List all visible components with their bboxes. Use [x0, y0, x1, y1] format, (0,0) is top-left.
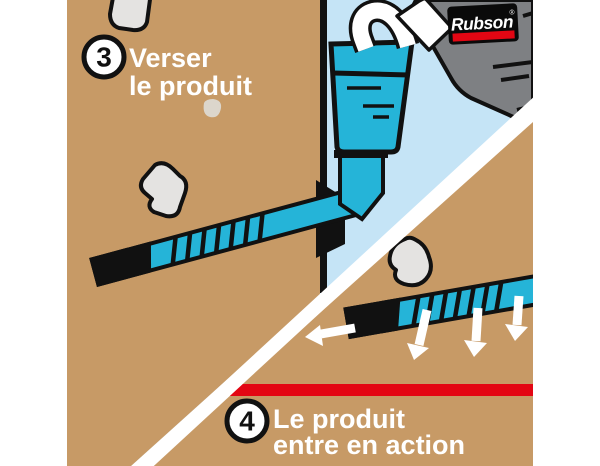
tube-segment-line	[452, 288, 463, 319]
stone-step-4-icon	[387, 235, 433, 288]
diffusion-arrow-down-1	[407, 308, 432, 360]
tube-segment-line	[242, 217, 251, 246]
diffusion-arrow-down-3	[505, 295, 528, 341]
logo-red-stripe	[452, 30, 515, 42]
tube-segment-line	[184, 232, 193, 261]
logo-registered-mark: ®	[509, 8, 515, 16]
step-4-badge	[224, 398, 270, 444]
step-3-label-line-1: Verser	[129, 43, 212, 73]
cup-fill-line	[332, 70, 410, 78]
tube-segment-line	[257, 213, 265, 242]
bottle-detail-line	[522, 11, 533, 18]
step-3-badge	[81, 34, 127, 80]
tube-segment-line	[493, 281, 504, 312]
tube-segment-line	[466, 286, 476, 317]
step-3-number: 3	[96, 42, 112, 73]
pour-spout	[352, 2, 416, 52]
tube-segment-line	[228, 220, 236, 250]
bottle-detail-line	[492, 60, 533, 69]
step-4-label-line-2: entre en action	[273, 430, 465, 460]
wall-edge	[320, 0, 327, 293]
step-3-label-line-2: le produit	[129, 71, 252, 101]
panel-divider	[133, 91, 549, 466]
bottle-detail-line	[500, 74, 530, 82]
tube-segment-line	[199, 228, 207, 257]
step-4-label-line-1: Le produit	[273, 404, 405, 434]
logo-text: Rubson	[450, 11, 513, 34]
tube-segment-line	[213, 224, 222, 254]
rubson-logo: Rubson ®	[447, 3, 519, 45]
injection-tube-step-4	[343, 273, 533, 340]
tube-tip	[343, 297, 401, 340]
cup-neck	[334, 150, 388, 158]
step-4-number: 4	[239, 406, 255, 437]
tube-tip	[89, 241, 152, 288]
tube-segment-line	[411, 296, 421, 327]
tube-segment-line	[480, 284, 490, 315]
stone-top-icon	[108, 0, 153, 33]
diffusion-arrow-down-2	[464, 307, 487, 357]
tube-segment-line	[170, 236, 178, 265]
tube-segment-line	[438, 291, 449, 322]
injection-tube-step-3	[89, 184, 370, 288]
seal-line	[197, 384, 533, 396]
funnel-cup	[328, 39, 415, 155]
diffusion-arrow-left	[305, 323, 356, 346]
bottle-nozzle	[395, 0, 454, 52]
pebble-icon	[203, 99, 222, 118]
stone-middle-icon	[138, 161, 189, 219]
